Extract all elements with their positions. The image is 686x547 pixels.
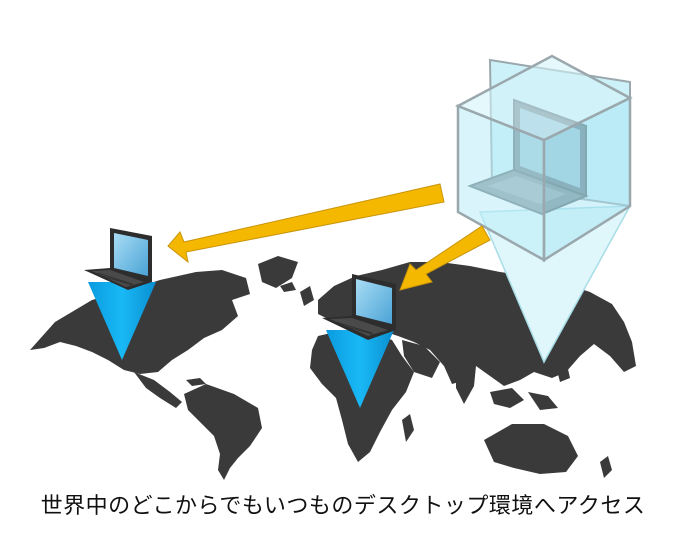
location-pin-europe [322, 274, 396, 408]
diagram-caption: 世界中のどこからでもいつものデスクトップ環境へアクセス [40, 494, 646, 519]
location-pin-americas [84, 228, 156, 360]
laptop-icon [322, 274, 396, 340]
laptop-icon [84, 228, 152, 290]
cloud-desktop-cube [455, 54, 633, 364]
location-pin-icon [326, 330, 394, 408]
location-pin-icon [88, 282, 156, 360]
arrow-to-europe [399, 225, 491, 291]
arrow-icon [167, 183, 491, 291]
arrow-to-americas [167, 183, 445, 264]
